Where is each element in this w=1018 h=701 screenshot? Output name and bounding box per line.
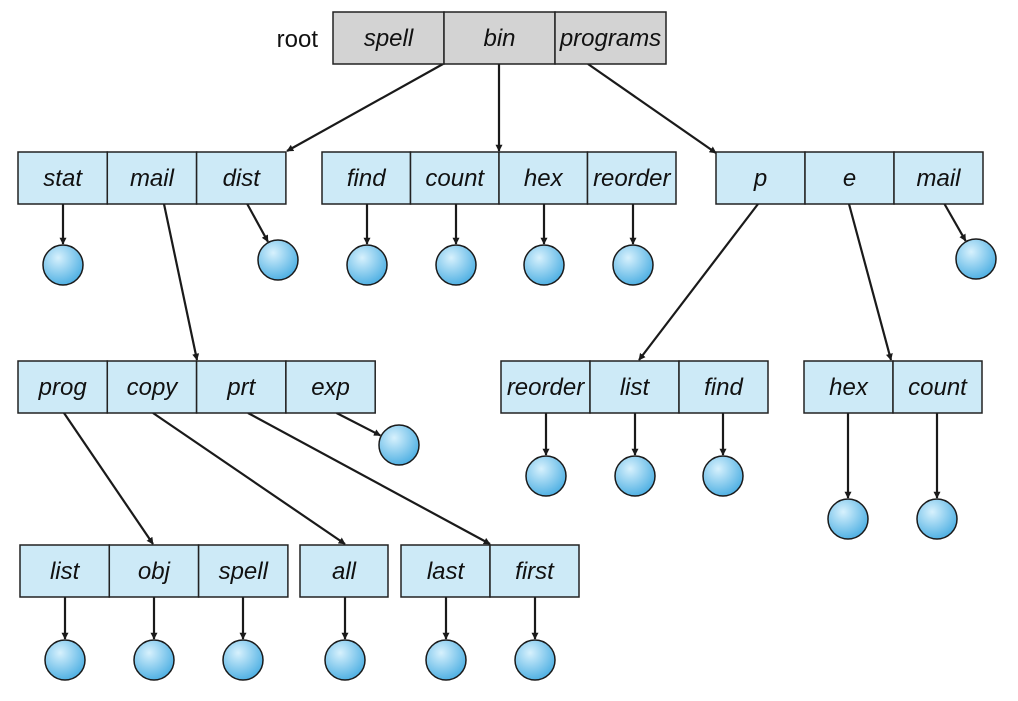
entry-label-programs-e: e (843, 165, 856, 192)
file-node-spell-dist (257, 239, 299, 281)
entry-cell-prt-first (489, 544, 580, 598)
entry-label-programs-p: p (753, 165, 767, 192)
file-node-e-hex (827, 498, 869, 540)
file-node-prt-first (514, 639, 556, 681)
entry-label-mail-prog: prog (38, 374, 88, 401)
file-node-prt-last (425, 639, 467, 681)
directory-mail: prog copy prt exp (17, 360, 376, 414)
directory-root: spell bin programs (332, 11, 667, 65)
entry-cell-p-list (589, 360, 680, 414)
entry-cell-bin-reorder (586, 151, 677, 205)
entry-cell-bin-count (409, 151, 500, 205)
edge-mail-copy-to-dir-copy (152, 412, 346, 545)
entry-label-e-hex: hex (829, 374, 869, 401)
entry-cell-spell-mail (106, 151, 198, 205)
entry-cell-spell-dist (195, 151, 287, 205)
files-layer (42, 238, 997, 681)
file-node-prog-spell (222, 639, 264, 681)
file-node-mail-exp (378, 424, 420, 466)
entry-label-spell-dist: dist (223, 165, 262, 192)
entry-label-bin-hex: hex (524, 165, 564, 192)
entry-cell-prog-spell (197, 544, 289, 598)
directory-copy: all (299, 544, 389, 598)
entry-label-root-bin: bin (483, 25, 515, 52)
entry-cell-copy-all (299, 544, 389, 598)
entry-label-spell-stat: stat (43, 165, 83, 192)
edge-mail-exp-to-file (336, 412, 381, 437)
root-label: root (277, 26, 319, 53)
entry-label-programs-mail: mail (916, 165, 961, 192)
file-node-bin-find (346, 244, 388, 286)
file-node-p-find (702, 455, 744, 497)
directory-prt: last first (400, 544, 580, 598)
directory-spell: stat mail dist (17, 151, 287, 205)
file-node-bin-reorder (612, 244, 654, 286)
entry-cell-programs-mail (893, 151, 984, 205)
file-node-bin-count (435, 244, 477, 286)
entry-cell-programs-p (715, 151, 806, 205)
entry-label-e-count: count (908, 374, 968, 401)
entry-cell-prog-list (19, 544, 111, 598)
entry-label-bin-reorder: reorder (593, 165, 671, 192)
file-node-bin-hex (523, 244, 565, 286)
file-node-p-list (614, 455, 656, 497)
entry-label-mail-copy: copy (127, 374, 180, 401)
entry-label-p-reorder: reorder (507, 374, 585, 401)
entry-label-p-list: list (620, 374, 651, 401)
directory-p: reorder list find (500, 360, 769, 414)
file-node-prog-obj (133, 639, 175, 681)
edge-mail-prog-to-dir-prog (63, 412, 154, 545)
edge-mail-prt-to-dir-prt (247, 412, 491, 545)
entry-cell-mail-prt (195, 360, 287, 414)
file-node-p-reorder (525, 455, 567, 497)
edge-spell-dist-to-file (246, 203, 269, 243)
entry-label-mail-exp: exp (311, 374, 350, 401)
directory-bin: find count hex reorder (321, 151, 677, 205)
entry-cell-bin-find (321, 151, 412, 205)
entry-label-mail-prt: prt (226, 374, 256, 401)
entry-label-copy-all: all (332, 558, 357, 585)
entry-cell-e-count (892, 360, 983, 414)
entry-cell-root-programs (554, 11, 667, 65)
entry-cell-p-reorder (500, 360, 591, 414)
file-node-spell-stat (42, 244, 84, 286)
entry-cell-mail-prog (17, 360, 109, 414)
directory-prog: list obj spell (19, 544, 289, 598)
edge-root-programs-to-dir-programs (587, 63, 717, 154)
edge-spell-mail-to-dir-mail (162, 203, 200, 361)
entry-cell-root-spell (332, 11, 445, 65)
entry-label-p-find: find (704, 374, 743, 401)
edge-programs-mail-to-file (943, 203, 967, 242)
entry-label-prog-list: list (50, 558, 81, 585)
entry-cell-mail-exp (285, 360, 376, 414)
entry-cell-spell-stat (17, 151, 109, 205)
edge-programs-e-to-dir-e (847, 203, 893, 361)
entry-label-bin-count: count (425, 165, 485, 192)
entry-label-root-programs: programs (559, 25, 661, 52)
edge-programs-p-to-dir-p (638, 203, 759, 361)
entry-cell-bin-hex (498, 151, 589, 205)
entry-label-prog-spell: spell (219, 558, 269, 585)
file-node-e-count (916, 498, 958, 540)
entry-label-prog-obj: obj (138, 558, 171, 585)
entry-label-bin-find: find (347, 165, 386, 192)
file-node-copy-all (324, 639, 366, 681)
edge-root-spell-to-dir-spell (286, 63, 444, 152)
entry-label-root-spell: spell (364, 25, 414, 52)
directory-programs: p e mail (715, 151, 984, 205)
entry-label-prt-first: first (515, 558, 555, 585)
entry-cell-prt-last (400, 544, 491, 598)
edges-layer (59, 63, 967, 640)
entry-label-spell-mail: mail (130, 165, 175, 192)
directory-e: hex count (803, 360, 983, 414)
entry-label-prt-last: last (427, 558, 466, 585)
file-node-prog-list (44, 639, 86, 681)
entry-cell-p-find (678, 360, 769, 414)
file-node-programs-mail (955, 238, 997, 280)
